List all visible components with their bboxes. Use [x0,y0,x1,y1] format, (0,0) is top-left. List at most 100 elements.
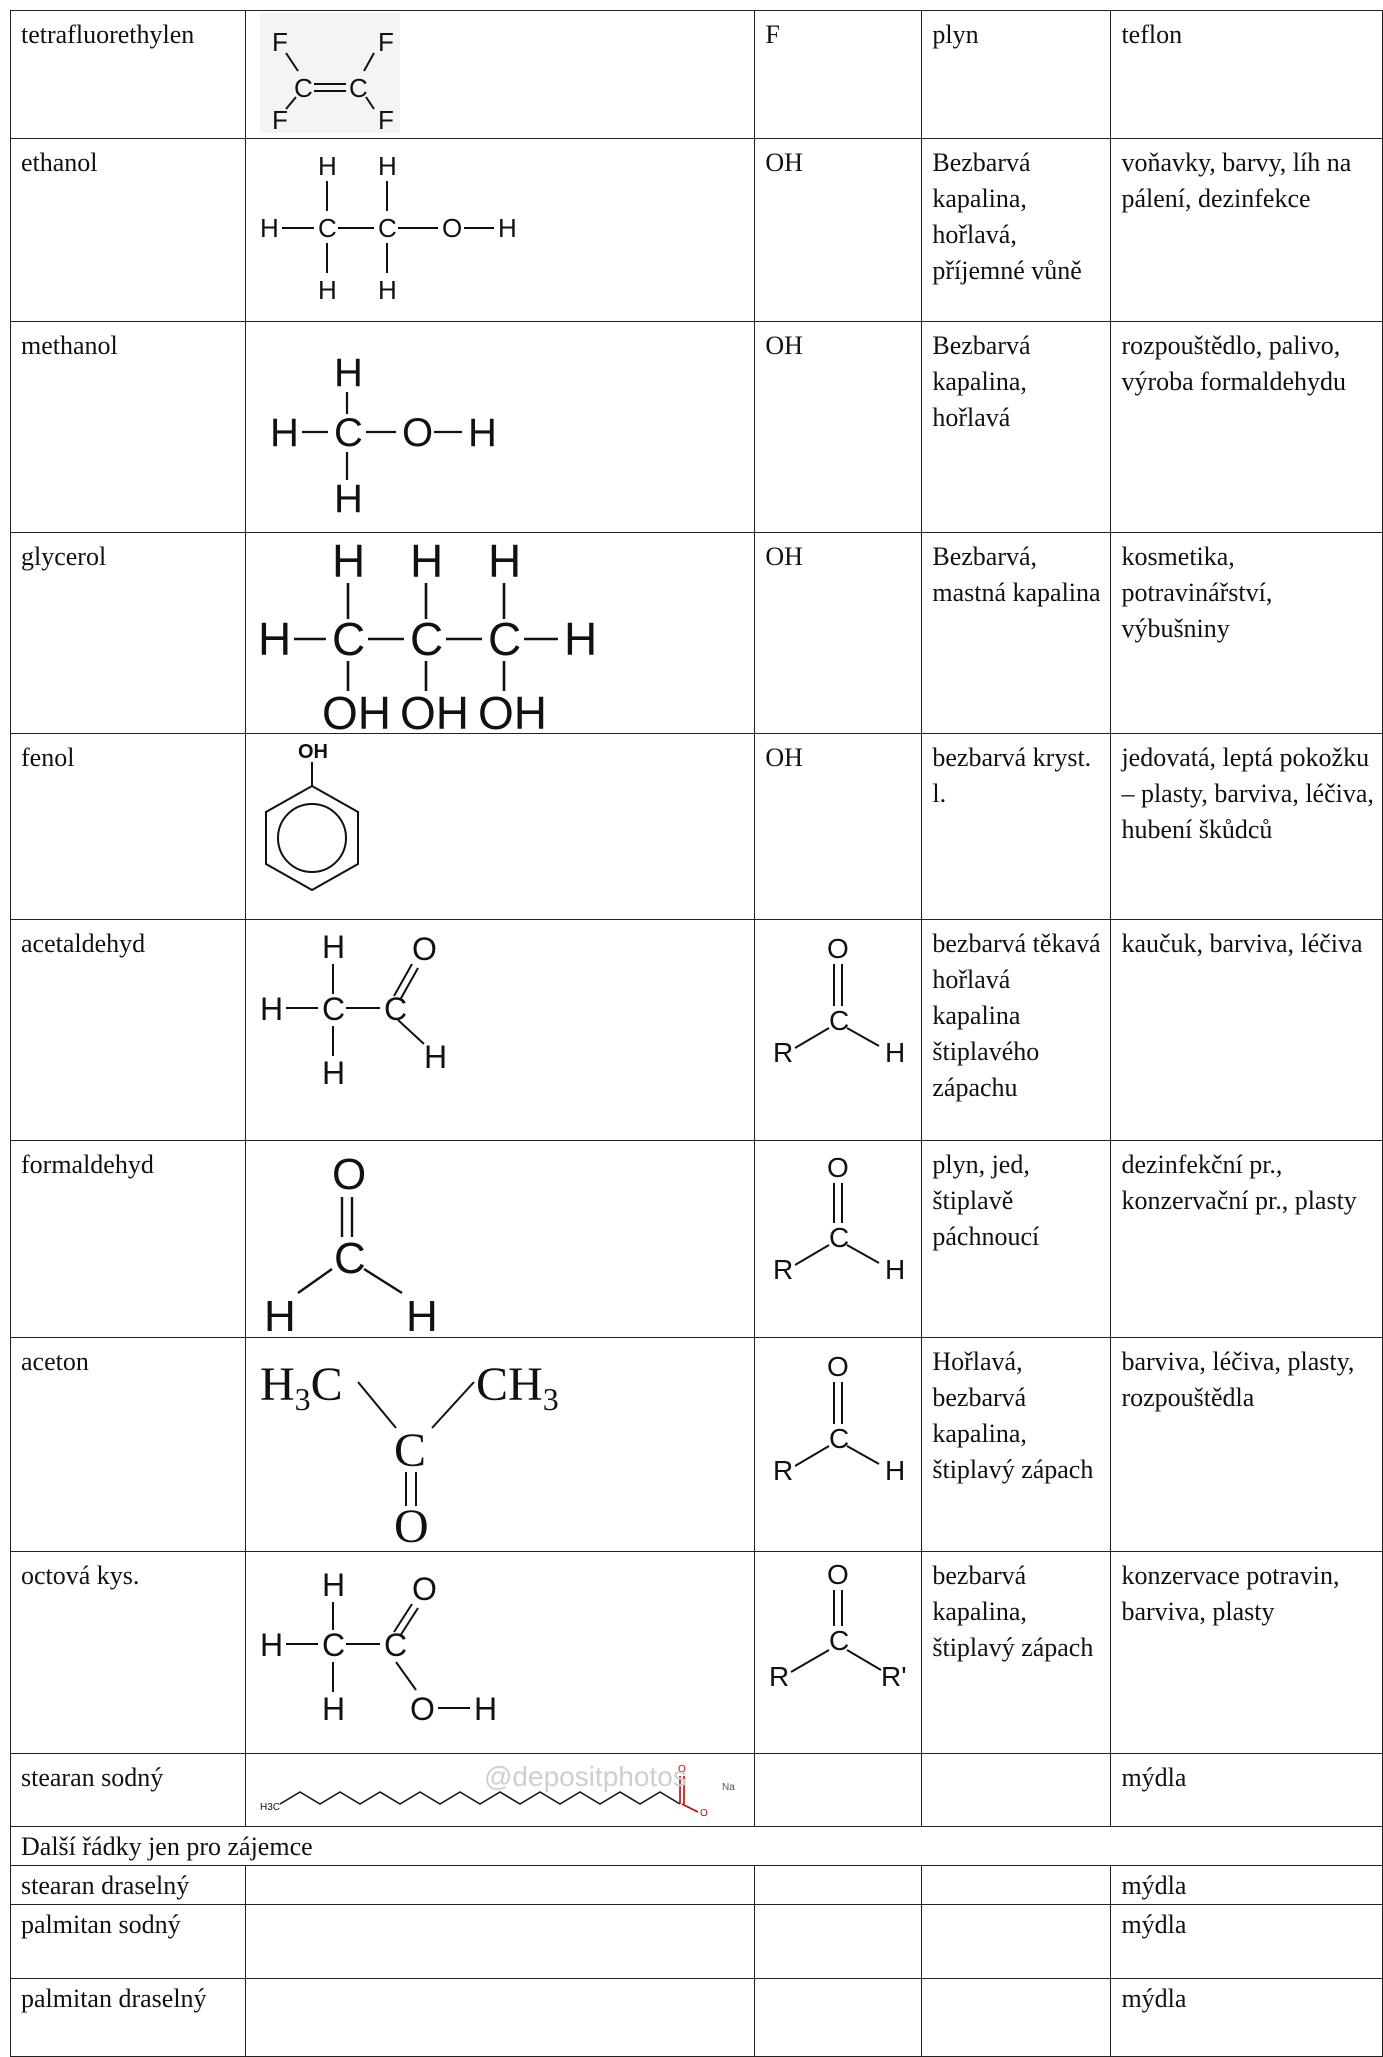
properties: bezbarvá kryst. l. [921,733,1112,920]
functional-group [754,1977,923,2057]
compound-name: methanol [9,321,247,533]
svg-text:H: H [322,929,345,965]
svg-text:H: H [334,477,363,521]
svg-text:H: H [468,411,497,455]
svg-text:H: H [488,535,521,587]
compound-name: formaldehyd [9,1140,247,1338]
svg-text:O: O [442,213,462,243]
svg-text:R: R [769,1661,789,1692]
structure-cell [245,1977,756,2057]
structure-cell: OH [245,733,756,920]
functional-group [754,1864,923,1905]
svg-text:O: O [402,411,433,455]
usage: rozpouštědlo, palivo, výroba formaldehyd… [1110,321,1383,533]
functional-group: F [754,10,923,139]
svg-text:O: O [827,1152,849,1183]
svg-text:R: R [773,1037,793,1068]
properties [921,1753,1112,1827]
svg-text:H: H [564,613,597,665]
compound-name: stearan draselný [9,1864,247,1905]
svg-text:H: H [424,1039,447,1075]
svg-text:O: O [394,1500,429,1551]
svg-text:OH: OH [478,687,547,733]
svg-text:H: H [264,1292,296,1337]
svg-text:C: C [322,1627,345,1663]
svg-text:H: H [410,535,443,587]
svg-text:F: F [272,27,288,57]
properties: Bezbarvá kapalina, hořlavá, příjemné vůn… [921,138,1112,322]
properties: bezbarvá těkavá hořlavá kapalina štiplav… [921,919,1112,1141]
functional-group: OH [754,733,923,920]
properties [921,1977,1112,2057]
functional-group: OH [754,321,923,533]
acetone-structure-icon: H3C CH3 C O [260,1358,559,1551]
svg-text:H: H [270,411,299,455]
svg-text:OH: OH [298,741,328,763]
table-row: tetrafluorethylen F F F F C C [9,10,1383,139]
svg-text:H: H [260,1627,283,1663]
svg-text:O: O [412,931,437,967]
functional-group [754,1903,923,1979]
phenol-structure-icon: OH [265,741,360,892]
svg-text:O: O [678,1764,686,1775]
svg-text:C: C [384,991,407,1027]
svg-text:O: O [827,933,849,964]
table-row: palmitan sodný mýdla [9,1903,1383,1979]
svg-text:O: O [827,1351,849,1382]
table-row: fenol OH OH bezbarvá kryst. l. jedovatá,… [9,733,1383,920]
usage: jedovatá, leptá pokožku – plasty, barviv… [1110,733,1383,920]
svg-text:H: H [322,1567,345,1603]
usage: kaučuk, barviva, léčiva [1110,919,1383,1141]
compound-name: fenol [9,733,247,920]
compound-name: acetaldehyd [9,919,247,1141]
svg-text:H: H [332,535,365,587]
svg-text:O: O [332,1150,366,1199]
structure-cell [245,1903,756,1979]
usage: kosmetika, potravinářství, výbušniny [1110,532,1383,734]
svg-text:H: H [318,275,337,305]
properties [921,1864,1112,1905]
structure-cell: F F F F C C [245,10,756,139]
svg-text:H: H [258,613,291,665]
svg-text:C: C [378,213,397,243]
watermark: @depositphotos [484,1761,687,1792]
table-row: stearan sodný H3C O O Na @depositphotos … [9,1753,1383,1827]
table-row: palmitan draselný mýdla [9,1977,1383,2057]
properties: Hořlavá, bezbarvá kapalina, štiplavý záp… [921,1337,1112,1552]
table-row: Další řádky jen pro zájemce [10,1826,1383,1866]
svg-text:H: H [322,1055,345,1091]
svg-text:H: H [334,351,363,395]
structure-cell [245,1864,756,1905]
svg-text:C: C [394,1424,426,1477]
svg-text:C: C [332,613,365,665]
usage: voňavky, barvy, líh na pálení, dezinfekc… [1110,138,1383,322]
svg-text:H: H [260,991,283,1027]
svg-text:H: H [378,151,397,181]
properties: Bezbarvá kapalina, hořlavá [921,321,1112,533]
compound-name: palmitan sodný [9,1903,247,1979]
compound-name: ethanol [9,138,247,322]
svg-text:C: C [322,991,345,1027]
svg-text:F: F [378,27,394,57]
structure-cell: H3C CH3 C O [245,1337,756,1552]
functional-group: OH [754,532,923,734]
svg-text:O: O [700,1808,708,1819]
svg-text:C: C [384,1627,407,1663]
tetrafluoroethylene-structure-icon: F F F F C C [260,13,401,135]
properties [921,1903,1112,1979]
